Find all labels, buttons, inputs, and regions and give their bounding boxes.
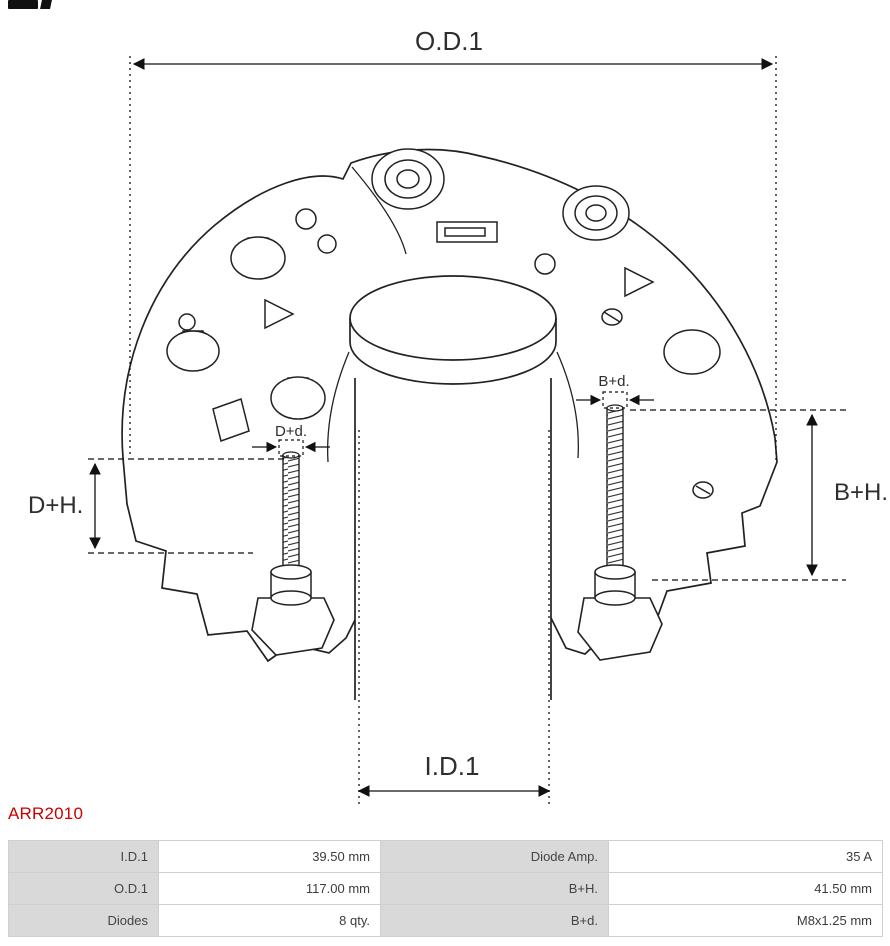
bh-label: B+H. — [834, 479, 888, 506]
brand-logo-bar — [8, 0, 38, 9]
spec-label-id1: I.D.1 — [8, 840, 159, 873]
id1-label: I.D.1 — [425, 751, 480, 781]
dh-label: D+H. — [28, 492, 83, 519]
center-tube — [327, 275, 579, 700]
spec-value-diodes: 8 qty. — [158, 904, 381, 937]
dimension-dh — [88, 458, 287, 554]
od1-label: O.D.1 — [415, 26, 483, 56]
diode-rivet — [663, 329, 721, 375]
arrow-mark — [264, 298, 295, 330]
dimension-bh — [630, 409, 846, 581]
diode-rivet — [230, 236, 286, 280]
spec-value-od1: 117.00 mm — [158, 872, 381, 905]
spec-label-diode-amp: Diode Amp. — [380, 840, 609, 873]
dimension-od1 — [129, 56, 777, 462]
spec-row: Diodes 8 qty. B+d. M8x1.25 mm — [8, 904, 883, 937]
slot-mark — [212, 398, 250, 442]
spec-value-id1: 39.50 mm — [158, 840, 381, 873]
b-plus-stud-right — [594, 404, 636, 606]
spec-row: O.D.1 117.00 mm B+H. 41.50 mm — [8, 872, 883, 905]
dd-label: D+d. — [275, 423, 307, 440]
b-plus-stud-left — [270, 451, 312, 606]
diode-rivet — [270, 376, 326, 420]
technical-drawing: O.D.1 I.D.1 D+H. B+H. — [28, 26, 888, 804]
brand-logo — [8, 0, 52, 10]
bd-label: B+d. — [598, 373, 629, 390]
arrow-mark — [624, 266, 655, 298]
spec-value-bh: 41.50 mm — [608, 872, 883, 905]
spec-label-bd: B+d. — [380, 904, 609, 937]
spec-label-bh: B+H. — [380, 872, 609, 905]
spec-value-bd: M8x1.25 mm — [608, 904, 883, 937]
part-number: ARR2010 — [8, 804, 84, 823]
spec-label-diodes: Diodes — [8, 904, 159, 937]
dimension-bd — [576, 391, 654, 409]
dimension-dd — [252, 439, 330, 457]
diode-rivet — [166, 330, 220, 372]
spec-value-diode-amp: 35 A — [608, 840, 883, 873]
spec-row: I.D.1 39.50 mm Diode Amp. 35 A — [8, 840, 883, 873]
mounting-feet — [251, 597, 663, 661]
plate-details — [166, 148, 721, 499]
spec-label-od1: O.D.1 — [8, 872, 159, 905]
dimension-id1 — [357, 430, 551, 804]
rectifier-diagram-svg: O.D.1 I.D.1 D+H. B+H. — [28, 26, 888, 804]
spec-table: I.D.1 39.50 mm Diode Amp. 35 A O.D.1 117… — [8, 840, 883, 937]
